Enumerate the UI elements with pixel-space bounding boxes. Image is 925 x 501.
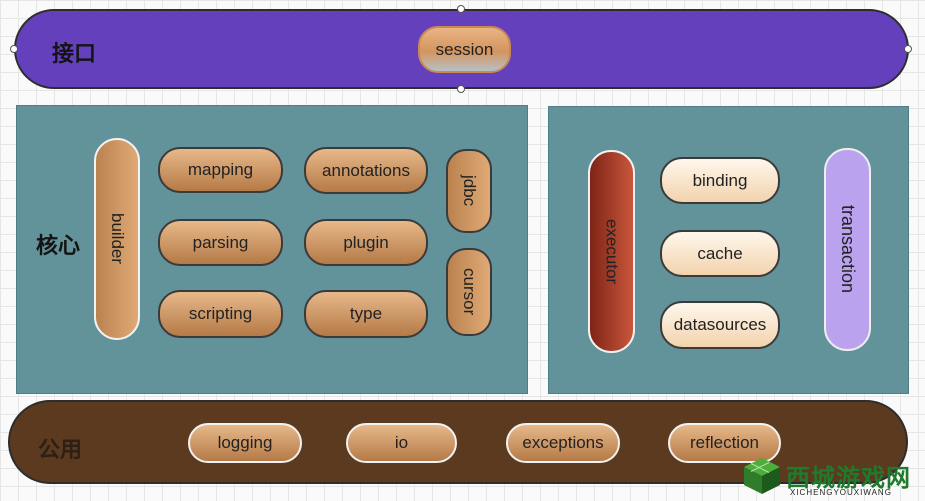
selection-handle[interactable]	[457, 85, 465, 93]
type-module[interactable]: type	[304, 290, 428, 338]
common-layer-label: 公用	[38, 437, 83, 462]
session-module[interactable]: session	[418, 26, 511, 73]
cursor-module[interactable]: cursor	[446, 248, 492, 336]
selection-handle[interactable]	[457, 5, 465, 13]
interface-layer-label: 接口	[52, 41, 97, 66]
core-layer-label: 核心	[36, 233, 81, 258]
selection-handle[interactable]	[10, 45, 18, 53]
builder-module[interactable]: builder	[94, 138, 140, 340]
scripting-module[interactable]: scripting	[158, 290, 283, 338]
cache-module[interactable]: cache	[660, 230, 780, 277]
mapping-module[interactable]: mapping	[158, 147, 283, 193]
annotations-module[interactable]: annotations	[304, 147, 428, 194]
parsing-module[interactable]: parsing	[158, 219, 283, 266]
transaction-module[interactable]: transaction	[824, 148, 871, 351]
exceptions-module[interactable]: exceptions	[506, 423, 620, 463]
plugin-module[interactable]: plugin	[304, 219, 428, 266]
datasources-module[interactable]: datasources	[660, 301, 780, 349]
io-module[interactable]: io	[346, 423, 457, 463]
jdbc-module[interactable]: jdbc	[446, 149, 492, 233]
watermark-subtext: XICHENGYOUXIWANG	[790, 488, 892, 497]
reflection-module[interactable]: reflection	[668, 423, 781, 463]
selection-handle[interactable]	[904, 45, 912, 53]
watermark-text: 西城游戏网	[786, 465, 911, 492]
cube-logo-icon	[740, 456, 784, 496]
executor-module[interactable]: executor	[588, 150, 635, 353]
binding-module[interactable]: binding	[660, 157, 780, 204]
logging-module[interactable]: logging	[188, 423, 302, 463]
